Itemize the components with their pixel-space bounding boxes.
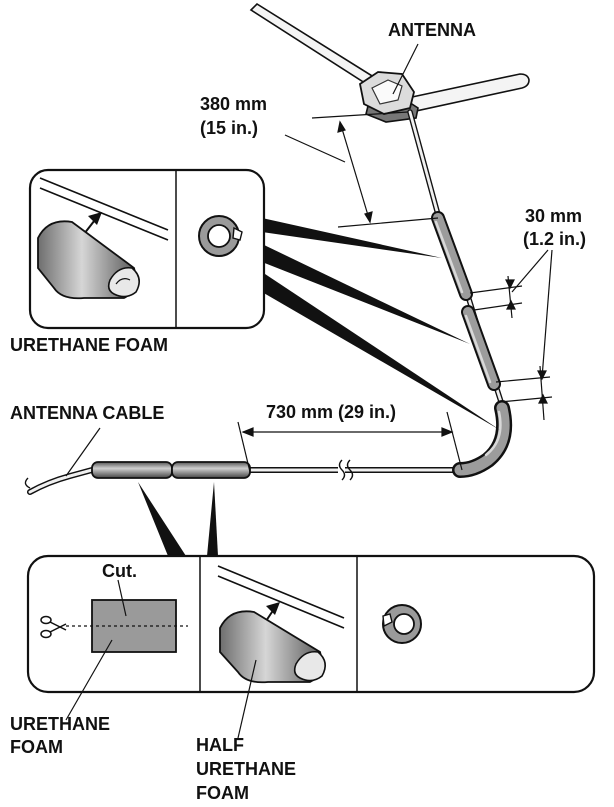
cable-wire-end [24,477,31,489]
antenna-housing-face [371,79,403,105]
antenna-leader [392,43,419,95]
label-urethane-foam-top: URETHANE FOAM [10,335,168,355]
dim-730-ext-right [446,411,463,471]
dim-30b-arrow-2 [538,393,548,404]
antenna-cable-run [24,109,513,495]
foam-sleeve-horizontal-2 [171,461,251,479]
top-panel-foam-slit [115,278,131,285]
top-detail-panel [28,168,266,330]
label-half-foam-1: HALF [196,735,244,755]
label-antenna-cable: ANTENNA CABLE [10,403,164,423]
label-antenna: ANTENNA [388,20,476,40]
foam-bend-highlight [484,410,502,457]
scissors-handle-1 [40,615,52,625]
dim-730-arrow-right [441,427,454,437]
label-380-mm: 380 mm [200,94,267,114]
bottom-panel-arrow-head [266,602,280,615]
bottom-panel-surface-1 [217,565,345,619]
cut-leader [117,579,127,617]
dim-380-ext-top [311,111,409,119]
dim-30a-arrow-1 [505,279,515,290]
dim-380-arrow-bottom [364,211,373,224]
callout-wedge-3 [262,272,500,430]
top-panel-section-slit [232,226,243,241]
dim-30a-ext-bottom [473,302,523,311]
dim-30a-ext-top [469,285,523,294]
foam-sleeve-1 [433,213,471,299]
dim-380-leader [284,134,346,163]
label-380-in: (15 in.) [200,118,258,138]
bottom-panel-frame [26,554,596,694]
foam-sleeve-2-highlight [464,314,492,384]
half-urethane-foam-leader [237,659,257,739]
label-urethane-foam-bottom-1: URETHANE [10,714,110,734]
dim-730-arrow-left [241,427,254,437]
bottom-panel-surface-2 [217,575,345,629]
scissors-blade-1 [49,621,67,631]
dim-380-ext-bottom [337,217,439,228]
dimensions [65,43,553,477]
antenna-cable-leader [65,427,101,477]
label-urethane-foam-bottom-2: FOAM [10,737,63,757]
dim-380-arrow-top [337,120,346,133]
antenna-rod-rear [249,2,387,94]
cable-end-fill [28,468,94,494]
dim-30a-arrow-2 [506,299,516,310]
labels: ANTENNA 380 mm (15 in.) 30 mm (1.2 in.) … [10,20,586,803]
scissors-blade-2 [49,623,67,633]
dim-380-line [339,121,371,223]
label-30-in: (1.2 in.) [523,229,586,249]
label-half-foam-2: URETHANE [196,759,296,779]
top-panel-surface-2 [39,187,169,241]
label-30-mm: 30 mm [525,206,582,226]
callout-wedges-top [262,218,500,430]
dim-730-ext-left [237,421,251,473]
foam-bend [454,402,510,476]
top-panel-surface-1 [39,177,169,231]
callout-wedges-bottom [138,482,218,556]
dim-30-leader-1 [511,249,549,293]
label-cut: Cut. [102,561,137,581]
cable-break-mark-2 [346,459,354,481]
antenna-assembly [249,2,530,123]
bottom-detail-panel [26,554,596,739]
callout-wedge-1 [262,218,442,258]
top-panel-arrow-head [88,212,102,225]
foam-sleeve-2 [463,307,499,389]
label-half-foam-3: FOAM [196,783,249,803]
scissors-handle-2 [40,629,52,639]
label-730: 730 mm (29 in.) [266,402,396,422]
top-panel-foam-end [107,266,140,298]
top-panel-cable-section [207,224,231,248]
dim-30-leader-2 [541,249,553,379]
foam-sleeve-horizontal-1 [91,461,173,479]
callout-wedge-2 [262,244,470,344]
foam-sleeve-1-highlight [434,220,464,294]
antenna-rod-front [396,73,530,115]
callout-wedge-5 [207,482,218,556]
urethane-foam-leader [65,639,113,721]
cable-fill-upper [408,110,506,472]
bottom-panel-section-slit [382,613,393,628]
scissors-icon [40,615,67,639]
bottom-panel-half-foam-end [293,650,326,682]
callout-wedge-4 [138,482,186,556]
bottom-panel-cable-section [393,613,415,635]
cable-break-mark-1 [338,459,346,481]
